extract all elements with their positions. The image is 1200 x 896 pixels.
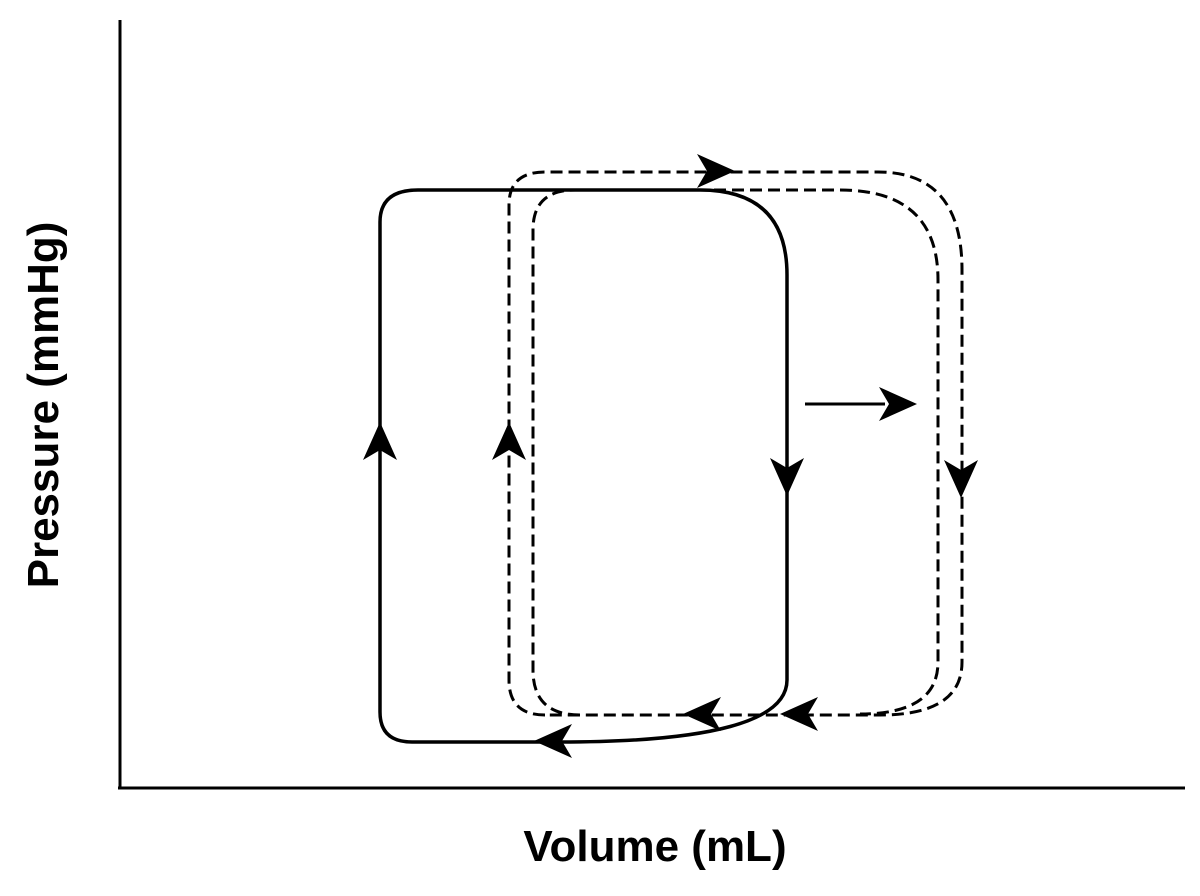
axes [118,20,1185,790]
dashed-loop-outer [507,170,964,717]
dashed-left-arrow-1 [683,697,721,731]
solid-down-arrow [770,458,804,496]
solid-up-arrow [363,422,397,460]
solid-left-arrow [534,724,572,758]
dashed-loop-inner [531,188,940,717]
flow-arrows [363,154,978,758]
dashed-top-right-arrow [697,154,735,188]
y-axis-label: Pressure (mmHg) [19,221,68,589]
shift-right-arrow [805,387,917,421]
x-axis-label: Volume (mL) [523,822,787,871]
solid-loop [378,188,789,744]
dashed-down-arrow [944,460,978,498]
dashed-up-arrow [492,422,526,460]
dashed-left-arrow-2 [780,697,818,731]
